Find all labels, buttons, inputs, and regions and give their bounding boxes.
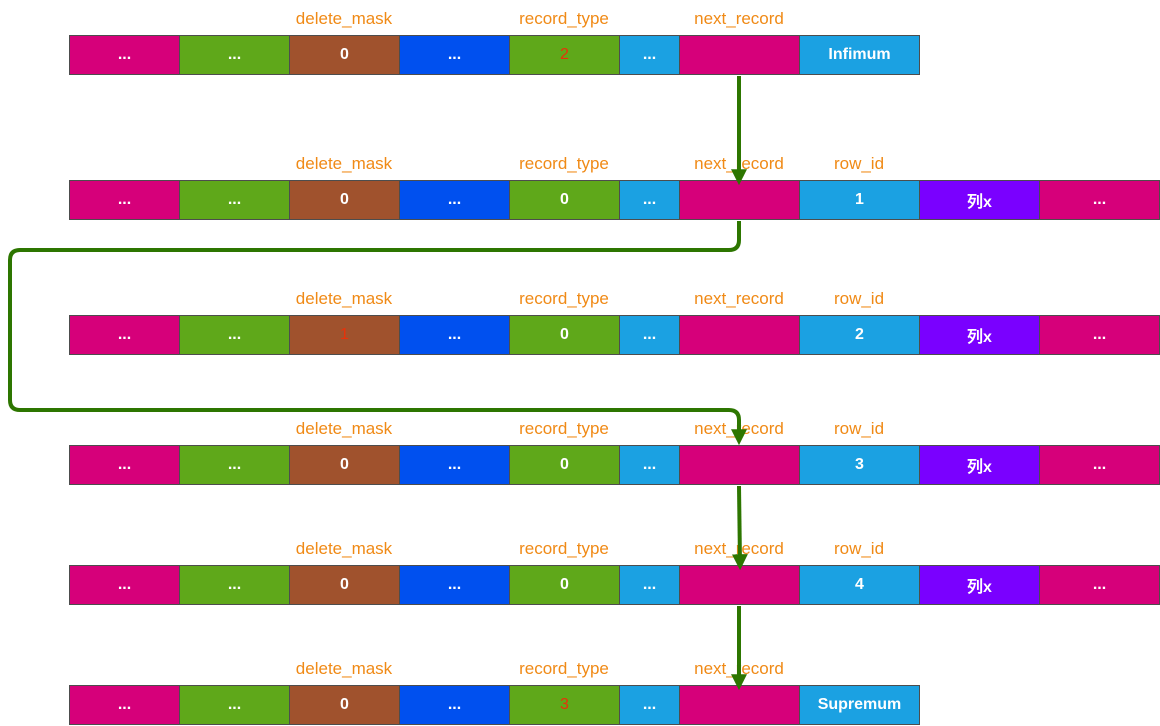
field-a: ... (69, 445, 180, 485)
column-x-value: 列x (919, 180, 1040, 220)
row-id-label: row_id (833, 539, 885, 558)
row-id-value: 3 (799, 445, 920, 485)
delete-mask-label: delete_mask (295, 659, 393, 678)
next-record-pointer (679, 565, 800, 605)
record-supremum: ......0...3...Supremum (69, 685, 920, 725)
row-id-value: 2 (799, 315, 920, 355)
next-record-pointer (679, 35, 800, 75)
delete-mask-value: 1 (289, 315, 400, 355)
next-record-label: next_record (694, 289, 784, 308)
pointer-row-3-to-row-4 (731, 485, 748, 571)
field-d: ... (619, 685, 680, 725)
field-b: ... (179, 685, 290, 725)
field-a: ... (69, 35, 180, 75)
field-c: ... (399, 315, 510, 355)
field-c: ... (399, 565, 510, 605)
record-type-label: record_type (519, 659, 609, 678)
field-b: ... (179, 445, 290, 485)
delete-mask-label: delete_mask (295, 9, 393, 28)
row-id-label: row_id (833, 419, 885, 438)
field-e: ... (1039, 565, 1160, 605)
record-type-label: record_type (519, 9, 609, 28)
column-x-value: 列x (919, 445, 1040, 485)
field-d: ... (619, 180, 680, 220)
delete-mask-label: delete_mask (295, 154, 393, 173)
column-x-value: 列x (919, 565, 1040, 605)
field-c: ... (399, 35, 510, 75)
row-id-value: Supremum (799, 685, 920, 725)
row-id-value: 1 (799, 180, 920, 220)
pointer-row-1-to-row-3 (8, 221, 747, 446)
row-id-label: row_id (833, 289, 885, 308)
delete-mask-label: delete_mask (295, 289, 393, 308)
field-d: ... (619, 35, 680, 75)
next-record-pointer (679, 445, 800, 485)
field-d: ... (619, 445, 680, 485)
delete-mask-label: delete_mask (295, 419, 393, 438)
next-record-label: next_record (694, 9, 784, 28)
row-id-value: Infimum (799, 35, 920, 75)
field-c: ... (399, 685, 510, 725)
record-type-value: 2 (509, 35, 620, 75)
record-type-value: 0 (509, 315, 620, 355)
record-type-label: record_type (519, 289, 609, 308)
row-id-value: 4 (799, 565, 920, 605)
column-x-value: 列x (919, 315, 1040, 355)
record-type-value: 0 (509, 445, 620, 485)
next-record-pointer (679, 315, 800, 355)
field-a: ... (69, 685, 180, 725)
field-b: ... (179, 35, 290, 75)
record-type-value: 3 (509, 685, 620, 725)
field-e: ... (1039, 445, 1160, 485)
field-e: ... (1039, 180, 1160, 220)
field-c: ... (399, 180, 510, 220)
field-a: ... (69, 315, 180, 355)
delete-mask-value: 0 (289, 35, 400, 75)
row-id-label: row_id (833, 154, 885, 173)
record-type-value: 0 (509, 180, 620, 220)
field-e: ... (1039, 315, 1160, 355)
field-a: ... (69, 565, 180, 605)
delete-mask-value: 0 (289, 180, 400, 220)
delete-mask-label: delete_mask (295, 539, 393, 558)
next-record-pointer (679, 685, 800, 725)
record-type-label: record_type (519, 419, 609, 438)
record-type-label: record_type (519, 154, 609, 173)
delete-mask-value: 0 (289, 445, 400, 485)
field-b: ... (179, 315, 290, 355)
record-type-label: record_type (519, 539, 609, 558)
record-infimum: ......0...2...Infimum (69, 35, 920, 75)
field-a: ... (69, 180, 180, 220)
